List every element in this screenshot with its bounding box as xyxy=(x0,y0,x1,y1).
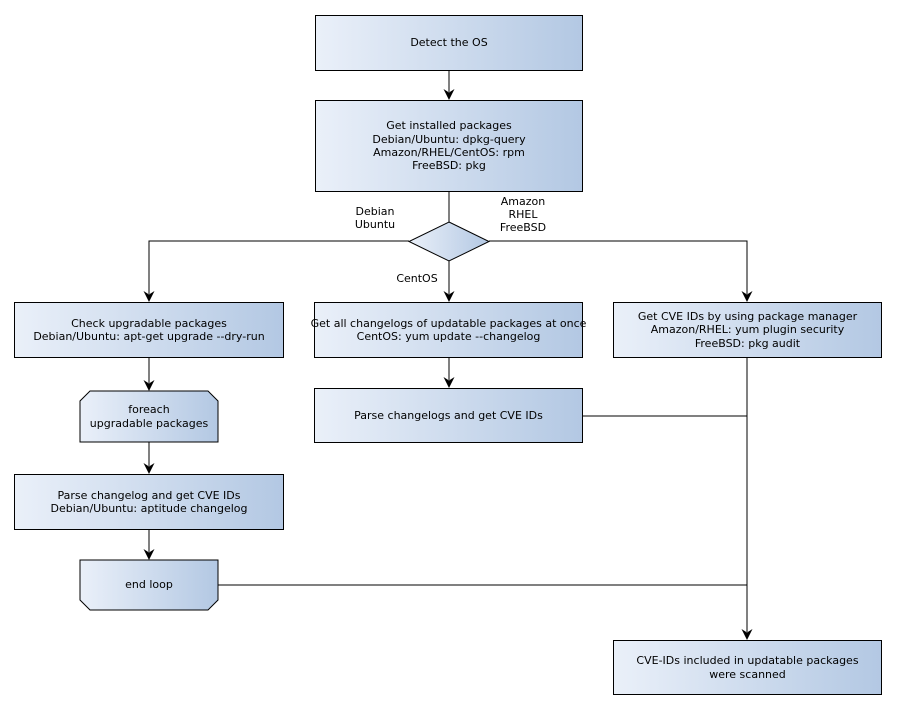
node-text-line: Debian/Ubuntu: aptitude changelog xyxy=(50,502,248,515)
edge-label-line: FreeBSD xyxy=(499,221,547,234)
edge-label-line: Ubuntu xyxy=(354,218,396,231)
edge-label-centos: CentOS xyxy=(381,272,453,285)
arrowhead-icon xyxy=(143,549,155,560)
arrowheads xyxy=(143,89,753,640)
node-text-line: Get all changelogs of updatable packages… xyxy=(310,316,587,330)
node-text-line: FreeBSD: pkg audit xyxy=(694,336,801,350)
os-decision-diamond xyxy=(407,221,491,262)
node-scan-result: CVE-IDs included in updatable packages w… xyxy=(613,640,882,695)
edge-label-amazon-rhel-freebsd: Amazon RHEL FreeBSD xyxy=(487,195,559,234)
edge-lines xyxy=(148,71,748,632)
arrowhead-icon xyxy=(443,291,455,302)
node-text-line: CVE-IDs included in updatable packages xyxy=(636,654,859,668)
node-detect-os: Detect the OS xyxy=(315,15,583,71)
node-text-line: Debian/Ubuntu: apt-get upgrade --dry-run xyxy=(33,330,265,343)
node-text-line: Check upgradable packages xyxy=(71,316,227,330)
node-text-line: CentOS: yum update --changelog xyxy=(356,330,541,343)
node-get-installed-packages: Get installed packages Debian/Ubuntu: dp… xyxy=(315,100,583,192)
node-text-line: Amazon/RHEL: yum plugin security xyxy=(650,323,845,337)
node-get-cve-ids-by-pkg-manager: Get CVE IDs by using package manager Ama… xyxy=(613,302,882,358)
node-text-line: Detect the OS xyxy=(410,36,488,50)
node-text-line: were scanned xyxy=(709,667,786,681)
node-parse-changelog: Parse changelog and get CVE IDs Debian/U… xyxy=(14,474,284,530)
edge-label-line: CentOS xyxy=(396,272,438,285)
node-text-line: upgradable packages xyxy=(89,416,209,430)
node-text-line: Amazon/RHEL/CentOS: rpm xyxy=(373,146,525,159)
edge-decision-to-get-cve-ids xyxy=(489,240,748,294)
node-text-line: Debian/Ubuntu: dpkg-query xyxy=(372,132,526,146)
node-text-line: Parse changelog and get CVE IDs xyxy=(57,488,241,502)
arrowhead-icon xyxy=(741,291,753,302)
node-check-upgradable-packages: Check upgradable packages Debian/Ubuntu:… xyxy=(14,302,284,358)
node-text-line: Get installed packages xyxy=(386,119,512,133)
arrowhead-icon xyxy=(143,463,155,474)
node-end-loop: end loop xyxy=(80,560,218,610)
foreach-loop-start-shape xyxy=(79,390,219,443)
arrowhead-icon xyxy=(143,380,155,391)
edge-decision-to-check-upgradable xyxy=(148,240,409,294)
arrowhead-icon xyxy=(443,89,455,100)
node-get-all-changelogs: Get all changelogs of updatable packages… xyxy=(311,302,586,358)
edge-label-debian-ubuntu: Debian Ubuntu xyxy=(339,205,411,231)
node-text-line: FreeBSD: pkg xyxy=(412,159,486,173)
edge-label-line: RHEL xyxy=(508,208,538,221)
arrowhead-icon xyxy=(741,629,753,640)
end-loop-shape xyxy=(79,559,219,611)
edge-label-line: Amazon xyxy=(500,195,546,208)
node-text-line: Get CVE IDs by using package manager xyxy=(637,309,858,323)
node-text-line: end loop xyxy=(125,578,173,592)
edge-label-line: Debian xyxy=(355,205,395,218)
node-foreach-loop: foreach upgradable packages xyxy=(80,391,218,442)
node-text-line: Parse changelogs and get CVE IDs xyxy=(354,408,543,422)
arrowhead-icon xyxy=(143,291,155,302)
arrowhead-icon xyxy=(443,377,455,388)
node-text-line: foreach xyxy=(128,403,170,417)
node-parse-changelogs: Parse changelogs and get CVE IDs xyxy=(314,388,583,443)
